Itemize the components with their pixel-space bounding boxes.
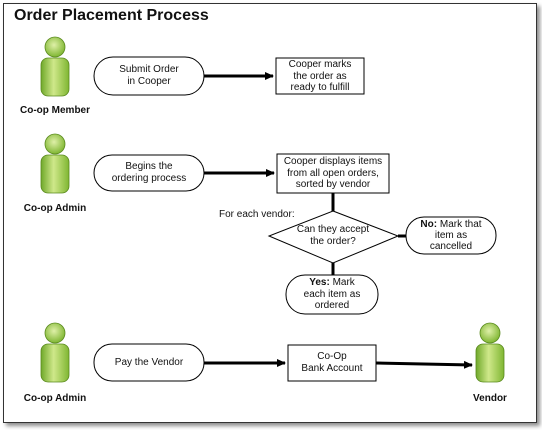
actor-label-member: Co-op Member [20,105,90,116]
actor-label-vendor: Vendor [473,393,507,404]
diagram-title: Order Placement Process [14,7,209,24]
actor-icon-admin-2 [40,322,70,383]
actor-icon-member [40,36,70,97]
cooper-displays-node [276,153,390,194]
actor-label-admin-1: Co-op Admin [23,203,87,214]
pay-vendor-label: Pay the Vendor [114,357,184,368]
for-each-vendor-label: For each vendor: [219,209,295,220]
actor-icon-admin-1 [40,133,70,194]
cooper-marks-node [275,57,365,95]
actor-icon-vendor [475,322,505,383]
actor-label-admin-2: Co-op Admin [23,393,87,404]
arrow-bank-to-vendor [375,360,473,369]
